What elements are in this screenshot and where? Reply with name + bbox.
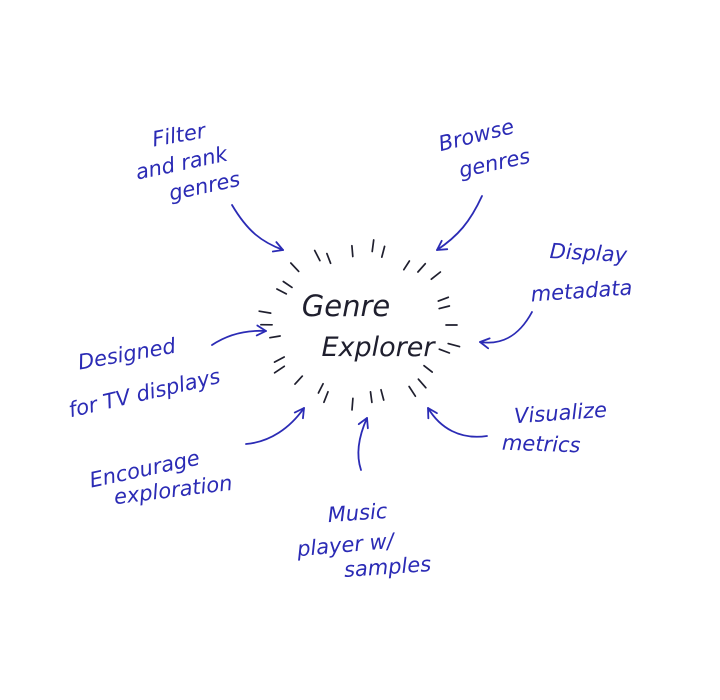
sunburst-ray	[380, 245, 386, 258]
sunburst-ray	[369, 391, 373, 404]
idea-music-line-3: samples	[343, 552, 432, 582]
sunburst-ray	[438, 305, 451, 310]
center-line-1: Genre	[302, 289, 390, 323]
sunburst-ray	[273, 356, 286, 363]
sunburst-ray	[289, 262, 300, 273]
sunburst-ray	[447, 342, 461, 348]
idea-tv: Designed for TV displays	[66, 334, 222, 423]
idea-browse: Browse genres	[436, 114, 532, 182]
arrow-tv	[211, 324, 267, 346]
sunburst-ray	[276, 288, 288, 295]
sunburst-ray	[313, 249, 321, 262]
idea-tv-line-1: Designed	[76, 334, 178, 375]
sunburst-ray	[402, 260, 411, 271]
sunburst-ray	[317, 382, 324, 394]
sunburst-ray	[417, 378, 427, 389]
sunburst-ray	[423, 364, 434, 373]
arrow-exploration	[245, 407, 305, 445]
sunburst-ray	[326, 252, 332, 265]
sunburst-ray	[438, 348, 451, 354]
sunburst-ray	[351, 397, 354, 411]
sunburst-ray	[282, 280, 293, 289]
idea-music-line-1: Music	[327, 499, 389, 527]
idea-music: Music player w/ samples	[295, 499, 432, 582]
central-node: Genre Explorer	[302, 289, 437, 363]
idea-metadata-line-2: metadata	[530, 275, 633, 306]
sunburst-ray	[269, 335, 281, 339]
idea-browse-line-2: genres	[457, 144, 533, 182]
sunburst-ray	[430, 271, 442, 281]
idea-filter-rank: Filter and rank genres	[133, 118, 242, 205]
sunburst-ray	[273, 365, 286, 374]
sunburst-ray	[437, 296, 450, 302]
sunburst-ray	[380, 388, 385, 401]
arrow-browse	[436, 195, 483, 251]
idea-exploration: Encourage exploration	[87, 446, 233, 509]
idea-metadata-line-1: Display	[549, 239, 628, 267]
sunburst-ray	[294, 375, 304, 385]
center-line-2: Explorer	[321, 332, 436, 363]
idea-metrics-line-2: metrics	[502, 431, 581, 458]
idea-metrics-line-1: Visualize	[513, 398, 607, 428]
idea-metadata: Display metadata	[530, 239, 633, 307]
sunburst-rays	[258, 239, 461, 411]
sunburst-ray	[323, 390, 329, 404]
sunburst-ray	[258, 310, 272, 314]
arrows	[211, 195, 533, 471]
arrow-metrics	[427, 407, 488, 438]
arrow-filter-rank	[231, 204, 284, 253]
sunburst-ray	[351, 244, 354, 258]
sunburst-ray	[408, 385, 417, 398]
idea-metrics: Visualize metrics	[502, 398, 608, 458]
arrow-music	[357, 417, 369, 471]
sunburst-ray	[371, 239, 375, 253]
arrow-metadata	[479, 311, 533, 350]
sunburst-ray	[417, 262, 427, 273]
